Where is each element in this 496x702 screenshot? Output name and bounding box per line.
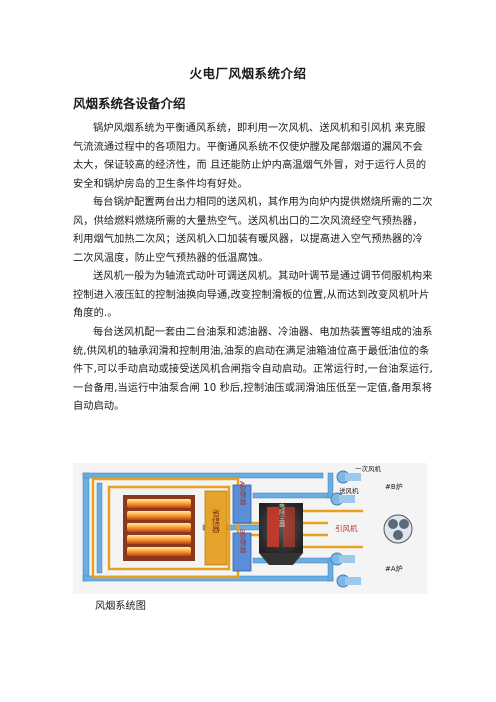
furnace-b-label: #B炉: [385, 482, 403, 491]
air-preheater-b: [232, 532, 252, 572]
air-preheater-b-label: B空预器: [238, 529, 246, 554]
induced-fan-label: 引风机: [335, 523, 358, 533]
furnace-fire: [127, 499, 191, 556]
page-title: 火电厂风烟系统介绍: [189, 66, 307, 81]
paragraph-text: 锅炉风烟系统为平衡通风系统，即利用一次风机、送风机和引风机 来克服气流流通过程中…: [73, 123, 427, 190]
paragraph-3: 送风机一般为为轴流式动叶可调送风机。其动叶调节是通过调节伺服机构来控制进入液压缸…: [73, 268, 433, 324]
paragraph-4: 每台送风机配一套由二台油泵和滤油器、冷油器、电加热装置等组成的油系统,供风机的轴…: [73, 324, 433, 417]
flue-gas-system-diagram: 省煤器 A空预器 B空预器 电除尘器 一次风机: [73, 463, 427, 594]
paragraph-text: 送风机一般为为轴流式动叶可调送风机。其动叶调节是通过调节伺服机构来控制进入液压缸…: [73, 271, 433, 319]
economizer: [204, 490, 228, 566]
lower-fan-1: [330, 552, 355, 566]
paragraph-2: 每台锅炉配置两台出力相同的送风机，其作用为向炉内提供燃烧所需的二次风，供给燃料燃…: [73, 194, 433, 268]
figure-caption: 风烟系统图: [95, 601, 146, 612]
section-heading: 风烟系统各设备介绍: [73, 96, 186, 111]
paragraph-text: 每台送风机配一套由二台油泵和滤油器、冷油器、电加热装置等组成的油系统,供风机的轴…: [73, 327, 433, 412]
paragraph-1: 锅炉风烟系统为平衡通风系统，即利用一次风机、送风机和引风机 来克服气流流通过程中…: [73, 120, 433, 194]
primary-fan: [336, 470, 361, 484]
stack-fan-wheel: [383, 514, 413, 544]
economizer-label: 省煤器: [212, 508, 221, 534]
air-preheater-a-label: A空预器: [238, 481, 246, 506]
furnace-a-label: #A炉: [385, 564, 403, 573]
precipitator-label: 电除尘器: [278, 502, 285, 528]
forced-fan: [330, 492, 355, 506]
lower-fan-2: [336, 574, 361, 588]
paragraph-text: 每台锅炉配置两台出力相同的送风机，其作用为向炉内提供燃烧所需的二次风，供给燃料燃…: [73, 197, 433, 264]
forced-fan-label: 送风机: [339, 486, 359, 495]
air-preheater-a: [232, 484, 252, 524]
precipitator: [259, 503, 303, 565]
primary-fan-label: 一次风机: [355, 464, 382, 473]
